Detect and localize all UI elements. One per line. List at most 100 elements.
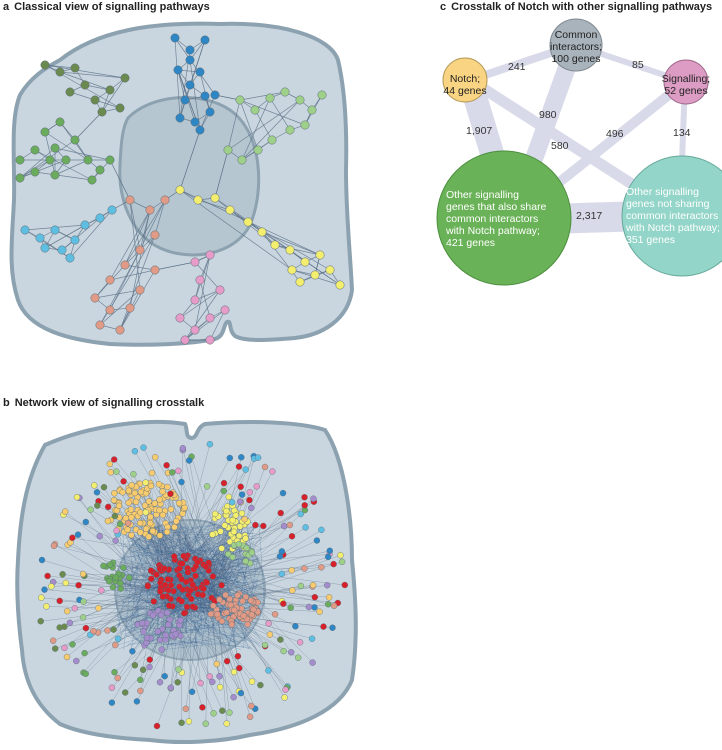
crosstalk-link bbox=[154, 532, 205, 611]
crosstalk-link bbox=[185, 591, 284, 652]
crosstalk-link bbox=[184, 529, 322, 615]
crosstalk-link bbox=[175, 469, 246, 594]
crosstalk-link bbox=[192, 605, 253, 682]
network-node bbox=[108, 684, 116, 691]
dense-link bbox=[226, 529, 250, 541]
crosstalk-link bbox=[118, 502, 201, 603]
network-node bbox=[271, 611, 279, 618]
network-node bbox=[115, 514, 123, 521]
dense-link bbox=[170, 534, 231, 577]
pathway-link bbox=[291, 261, 306, 271]
network-node bbox=[157, 576, 165, 583]
crosstalk-link bbox=[160, 503, 189, 606]
network-node bbox=[230, 542, 238, 550]
crosstalk-link bbox=[111, 199, 131, 211]
network-node bbox=[95, 498, 102, 505]
crosstalk-link bbox=[217, 609, 299, 658]
network-node bbox=[157, 586, 165, 593]
pathway-link bbox=[59, 67, 76, 73]
dense-link bbox=[236, 521, 255, 590]
pathway-link bbox=[229, 209, 249, 223]
dense-link bbox=[233, 580, 255, 587]
crosstalk-link bbox=[116, 530, 184, 568]
crosstalk-link bbox=[109, 581, 158, 592]
dense-link bbox=[140, 586, 232, 643]
crosstalk-link bbox=[212, 518, 234, 570]
dense-link bbox=[123, 569, 213, 633]
network-node bbox=[311, 594, 318, 601]
pathway-link bbox=[274, 244, 291, 251]
network-node bbox=[154, 628, 162, 635]
dense-link bbox=[212, 548, 230, 560]
crosstalk-link bbox=[154, 531, 216, 610]
crosstalk-link bbox=[209, 611, 266, 647]
network-node bbox=[62, 579, 70, 587]
network-node bbox=[104, 503, 112, 511]
cell-b-membrane bbox=[15, 419, 358, 745]
network-node bbox=[137, 509, 144, 516]
crosstalk-link bbox=[175, 603, 194, 635]
crosstalk-link bbox=[82, 573, 188, 618]
crosstalk-link bbox=[208, 556, 329, 599]
network-node bbox=[230, 528, 238, 535]
network-node bbox=[176, 622, 183, 629]
crosstalk-link bbox=[165, 559, 209, 586]
dense-link bbox=[171, 527, 242, 647]
dense-link bbox=[129, 581, 260, 590]
crosstalk-link bbox=[128, 502, 162, 575]
network-node bbox=[250, 606, 257, 613]
crosstalk-link bbox=[207, 510, 235, 596]
pathway-link bbox=[239, 99, 306, 126]
crosstalk-link bbox=[184, 562, 229, 605]
network-node bbox=[192, 563, 200, 570]
network-node bbox=[109, 564, 116, 571]
network-node bbox=[167, 684, 175, 691]
crosstalk-link bbox=[189, 588, 204, 598]
network-node bbox=[228, 519, 236, 526]
network-node bbox=[219, 707, 226, 714]
dense-link bbox=[183, 616, 252, 649]
crosstalk-link bbox=[139, 483, 173, 588]
dense-link bbox=[165, 567, 210, 606]
panel-a-heading: Classical view of signalling pathways bbox=[14, 1, 210, 13]
crosstalk-link bbox=[143, 490, 224, 575]
network-node bbox=[178, 719, 185, 726]
network-node bbox=[238, 454, 245, 461]
network-node bbox=[203, 483, 211, 490]
crosstalk-link bbox=[173, 591, 191, 613]
crosstalk-link bbox=[160, 584, 214, 714]
crosstalk-link bbox=[217, 524, 245, 579]
pathway-link bbox=[184, 95, 206, 101]
network-node bbox=[234, 653, 242, 660]
network-node bbox=[90, 627, 97, 635]
crosstalk-link bbox=[144, 600, 159, 646]
pathway-node bbox=[180, 95, 190, 105]
crosstalk-link bbox=[190, 590, 205, 611]
dense-link bbox=[150, 616, 256, 642]
crosstalk-link bbox=[118, 505, 157, 603]
network-node bbox=[127, 491, 135, 498]
network-node bbox=[197, 679, 204, 687]
dense-link bbox=[220, 563, 250, 650]
network-node bbox=[218, 582, 225, 589]
crosstalk-link bbox=[162, 551, 252, 586]
dense-link bbox=[197, 572, 231, 574]
crosstalk-link bbox=[162, 557, 213, 682]
dense-link bbox=[130, 591, 141, 634]
pathway-link bbox=[311, 94, 323, 111]
network-node bbox=[153, 571, 160, 578]
dense-link bbox=[152, 566, 243, 606]
dense-link bbox=[140, 563, 236, 644]
network-node bbox=[248, 611, 256, 618]
network-node bbox=[115, 574, 123, 581]
pathway-link bbox=[59, 71, 126, 79]
network-node bbox=[126, 510, 133, 517]
network-node bbox=[166, 616, 173, 623]
crosstalk-link bbox=[74, 111, 103, 141]
pathway-link bbox=[314, 269, 331, 276]
crosstalk-link bbox=[76, 497, 178, 615]
crosstalk-link bbox=[210, 613, 324, 627]
dense-link bbox=[166, 523, 187, 605]
crosstalk-link bbox=[150, 516, 205, 586]
